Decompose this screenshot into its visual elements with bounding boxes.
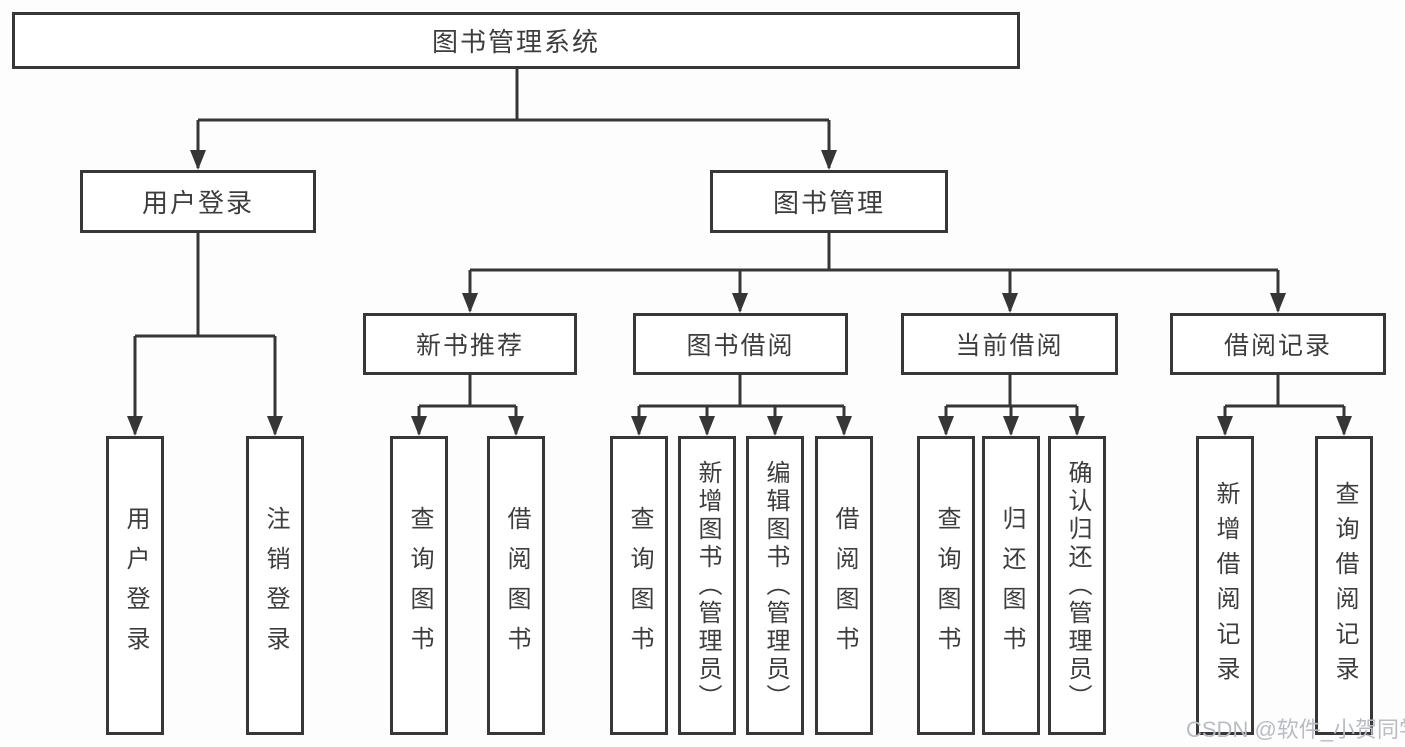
root-node-label: 图书管理系统 [431,27,600,57]
watermark: CSDN @软件_小贺同学 [1186,717,1405,742]
leaf-add-borrow-record: 新增借阅记录 [1196,436,1254,735]
leaf-query-books-recommend-label: 查询图书 [406,505,433,666]
branch-book-management-label: 图书管理 [772,188,885,218]
leaf-query-books-current-label: 查询图书 [933,505,960,666]
leaf-query-books-recommend: 查询图书 [390,436,448,735]
leaf-query-borrow-record: 查询借阅记录 [1315,436,1373,735]
leaf-edit-book-admin: 编辑图书（管理员） [746,436,804,735]
root-node: 图书管理系统 [12,12,1020,69]
module-new-book-recommend: 新书推荐 [363,313,577,375]
branch-book-management: 图书管理 [710,170,948,233]
leaf-query-books-borrow-label: 查询图书 [626,505,653,666]
leaf-borrow-books-recommend-label: 借阅图书 [503,505,530,666]
module-borrow-records-label: 借阅记录 [1223,332,1332,360]
module-book-borrow: 图书借阅 [633,313,848,375]
leaf-add-book-admin-label: 新增图书（管理员） [694,459,721,712]
leaf-user-login-label: 用户登录 [122,505,149,666]
module-new-book-recommend-label: 新书推荐 [415,332,524,360]
leaf-edit-book-admin-label: 编辑图书（管理员） [762,459,789,712]
leaf-user-login: 用户登录 [106,436,164,735]
module-book-borrow-label: 图书借阅 [686,332,795,360]
leaf-confirm-return-admin-label: 确认归还（管理员） [1064,459,1091,712]
leaf-query-books-current: 查询图书 [917,436,975,735]
module-current-borrow-label: 当前借阅 [955,332,1064,360]
leaf-add-borrow-record-label: 新增借阅记录 [1212,480,1239,691]
branch-user-login: 用户登录 [80,170,316,233]
leaf-borrow-books-label: 借阅图书 [831,505,858,666]
leaf-query-borrow-record-label: 查询借阅记录 [1331,480,1358,691]
module-borrow-records: 借阅记录 [1170,313,1386,375]
module-current-borrow: 当前借阅 [901,313,1118,375]
leaf-query-books-borrow: 查询图书 [610,436,668,735]
leaf-return-book: 归还图书 [982,436,1040,735]
leaf-logout-label: 注销登录 [262,505,289,666]
branch-user-login-label: 用户登录 [141,188,254,218]
leaf-borrow-books-recommend: 借阅图书 [487,436,545,735]
leaf-confirm-return-admin: 确认归还（管理员） [1048,436,1106,735]
leaf-borrow-books: 借阅图书 [815,436,873,735]
leaf-return-book-label: 归还图书 [998,505,1025,666]
leaf-add-book-admin: 新增图书（管理员） [678,436,736,735]
leaf-logout: 注销登录 [246,436,304,735]
